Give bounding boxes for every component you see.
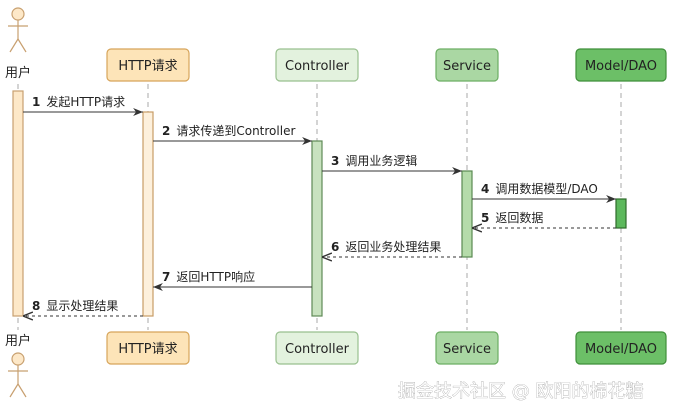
actor-user-bottom: 用户	[5, 333, 31, 398]
participant-label-user-bottom: 用户	[5, 333, 31, 349]
participant-dao-top: Model/DAO	[575, 48, 667, 82]
participant-heads: 用户用户HTTP请求HTTP请求ControllerControllerServ…	[5, 7, 667, 398]
participant-dao-bottom: Model/DAO	[575, 331, 667, 365]
activation-bar-dao	[615, 198, 627, 229]
participant-service-top: Service	[435, 48, 499, 82]
participant-label-service-top: Service	[443, 59, 491, 74]
actor-user-top: 用户	[5, 7, 31, 81]
participant-label-dao-bottom: Model/DAO	[585, 342, 657, 357]
participant-label-controller-bottom: Controller	[285, 342, 350, 357]
activation-bar-service	[461, 170, 473, 258]
participant-service-bottom: Service	[435, 331, 499, 365]
participant-controller-top: Controller	[275, 48, 359, 82]
activation-bar-http	[142, 111, 154, 317]
participant-label-user-top: 用户	[5, 65, 31, 81]
participant-label-service-bottom: Service	[443, 342, 491, 357]
activation-bar-user	[12, 90, 24, 317]
participant-label-dao-top: Model/DAO	[585, 59, 657, 74]
participant-label-http-top: HTTP请求	[118, 59, 177, 74]
participant-label-http-bottom: HTTP请求	[118, 342, 177, 357]
participant-http-top: HTTP请求	[106, 48, 190, 82]
watermark: 掘金技术社区 @ 欧阳的棉花糖	[398, 381, 643, 402]
participant-label-controller-top: Controller	[285, 59, 350, 74]
activation-bars	[12, 90, 627, 317]
participant-http-bottom: HTTP请求	[106, 331, 190, 365]
participant-controller-bottom: Controller	[275, 331, 359, 365]
activation-bar-controller	[311, 140, 323, 317]
